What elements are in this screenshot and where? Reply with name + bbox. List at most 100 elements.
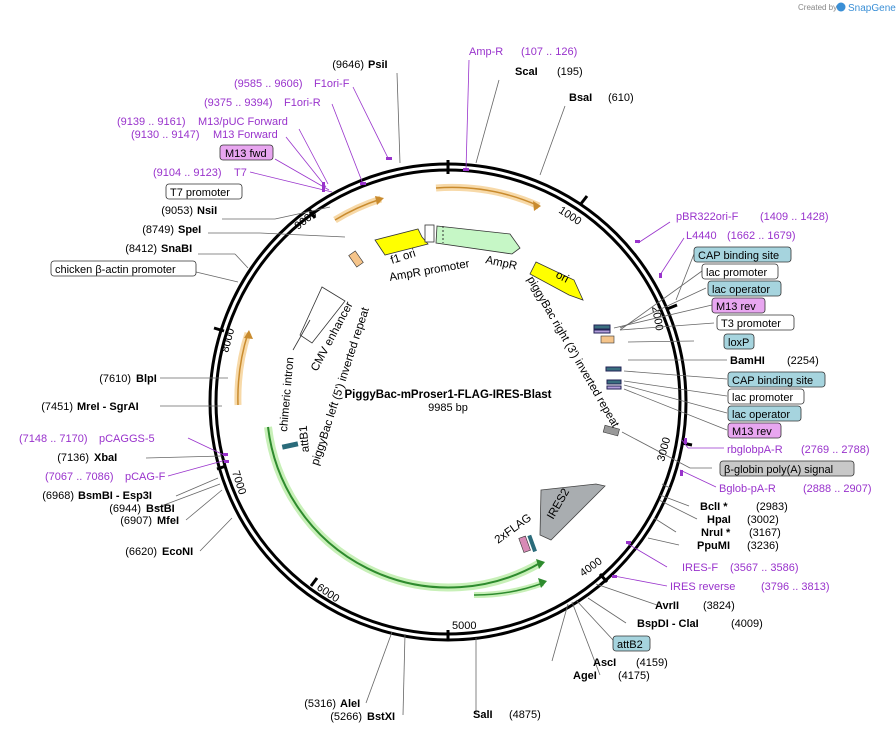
enzyme-name-spei: SpeI — [178, 224, 201, 236]
box-m13-rev-2: M13 rev — [727, 422, 782, 439]
ires2-block — [539, 483, 606, 541]
enzyme-pos-blpi: (7610) — [99, 373, 131, 385]
attb1-box — [281, 441, 299, 450]
enzyme-pos-bstxi: (5266) — [330, 711, 362, 723]
enzyme-name-nsii: NsiI — [197, 205, 217, 217]
enzyme-pos-bsai: (610) — [608, 92, 634, 104]
box-t3: T3 promoter — [716, 314, 795, 331]
enzyme-pos-avrii: (3824) — [703, 600, 735, 612]
enzyme-name-bsmbi: BsmBI - Esp3I — [78, 490, 152, 502]
box-t7-promoter: T7 promoter — [165, 183, 243, 200]
primer-range-t7: (9104 .. 9123) — [153, 167, 222, 179]
enzyme-name-bstbi: BstBI — [146, 503, 175, 515]
svg-text:chicken β-actin promoter: chicken β-actin promoter — [55, 264, 176, 276]
enzyme-pos-alei: (5316) — [304, 698, 336, 710]
enzyme-pos-spei: (8749) — [142, 224, 174, 236]
box-loxp: loxP — [723, 333, 755, 350]
enzyme-name-bsai: BsaI — [569, 92, 592, 104]
enzyme-pos-clai: (4009) — [731, 618, 763, 630]
primer-name-m13puc: M13/pUC Forward — [198, 116, 288, 128]
primer-range-m13puc: (9139 .. 9161) — [117, 116, 186, 128]
enzyme-pos-bsmbi: (6968) — [42, 490, 74, 502]
box-bglobin: β-globin poly(A) signal — [719, 460, 855, 477]
enzyme-name-ppumi: PpuMI — [697, 540, 730, 552]
enzyme-name-scai: ScaI — [515, 66, 538, 78]
enzyme-pos-nrui: (3167) — [749, 527, 781, 539]
svg-text:lac operator: lac operator — [712, 284, 770, 296]
enzyme-name-psii: PsiI — [368, 59, 388, 71]
plasmid-name: PiggyBac-mProser1-FLAG-IRES-Blast — [344, 389, 551, 401]
enzyme-pos-econi: (6620) — [125, 546, 157, 558]
primer-range-pcaggs: (7148 .. 7170) — [19, 433, 88, 445]
enzyme-name-avrii: AvrII — [655, 600, 679, 612]
box-chicken-actin: chicken β-actin promoter — [50, 260, 197, 277]
svg-text:lac promoter: lac promoter — [706, 267, 767, 279]
enzyme-pos-nsii: (9053) — [161, 205, 193, 217]
label-ori: ori — [554, 269, 571, 286]
svg-text:lac promoter: lac promoter — [732, 392, 793, 404]
ampr-promoter-box — [424, 224, 435, 243]
svg-text:β-globin poly(A) signal: β-globin poly(A) signal — [724, 464, 833, 476]
primer-range-pcagf: (7067 .. 7086) — [45, 471, 114, 483]
box-m13-rev-1: M13 rev — [711, 297, 766, 314]
enzyme-pos-bcli: (2983) — [756, 501, 788, 513]
primer-range-f1orif: (9585 .. 9606) — [234, 78, 303, 90]
primer-name-pcaggs: pCAGGS-5 — [99, 433, 155, 445]
tick-2000: 2000 — [649, 305, 665, 331]
enzyme-pos-scai: (195) — [557, 66, 583, 78]
enzyme-name-mrei: MreI - SgrAI — [77, 401, 139, 413]
enzyme-name-econi: EcoNI — [162, 546, 193, 558]
primer-name-t7: T7 — [234, 167, 247, 179]
flag-box — [518, 535, 531, 553]
svg-text:T3 promoter: T3 promoter — [721, 318, 781, 330]
tick-5000: 5000 — [452, 620, 476, 632]
primer-range-pbr322: (1409 .. 1428) — [760, 211, 829, 223]
loxp-box — [600, 335, 615, 344]
enzyme-name-bstxi: BstXI — [367, 711, 395, 723]
enzyme-pos-sali: (4875) — [509, 709, 541, 721]
ampr-arrow — [435, 225, 521, 255]
box-attb2: attB2 — [612, 635, 651, 652]
plasmid-size: 9985 bp — [428, 402, 468, 414]
svg-text:M13 rev: M13 rev — [732, 426, 772, 438]
primer-name-pcagf: pCAG-F — [125, 471, 166, 483]
enzyme-pos-asci: (4159) — [636, 657, 668, 669]
enzyme-name-hpai: HpaI — [707, 514, 731, 526]
enzyme-pos-psii: (9646) — [332, 59, 364, 71]
primer-range-bglob: (2888 .. 2907) — [803, 483, 872, 495]
enzyme-name-xbai: XbaI — [94, 452, 117, 464]
created-by-label: Created by — [798, 3, 837, 12]
box-lac-op-2: lac operator — [727, 405, 802, 422]
primer-name-f1orif: F1ori-F — [314, 78, 350, 90]
enzyme-name-nrui: NruI * — [701, 527, 731, 539]
tick-3000: 3000 — [655, 436, 673, 463]
primer-range-iresrev: (3796 .. 3813) — [761, 581, 830, 593]
inner-features — [281, 224, 622, 553]
bglobin-box — [602, 424, 620, 437]
enzyme-name-agei: AgeI — [573, 670, 597, 682]
enzyme-pos-bstbi: (6944) — [109, 503, 141, 515]
enzyme-pos-mfei: (6907) — [120, 515, 152, 527]
label-flag: 2xFLAG — [493, 512, 534, 547]
primer-range-rbglob: (2769 .. 2788) — [801, 444, 870, 456]
label-pb-right: piggyBac right (3') inverted repeat — [524, 275, 621, 431]
ori-arrow — [529, 261, 584, 301]
enzyme-name-clai: BspDI - ClaI — [637, 618, 699, 630]
svg-text:M13 rev: M13 rev — [716, 301, 756, 313]
primer-name-rbglob: rbglobpA-R — [727, 444, 783, 456]
svg-text:CAP binding site: CAP binding site — [732, 375, 813, 387]
enzyme-name-snabi: SnaBI — [161, 243, 192, 255]
enzyme-name-alei: AleI — [340, 698, 360, 710]
lac-cluster-2 — [605, 366, 622, 390]
primer-name-m13fwd: M13 Forward — [213, 129, 278, 141]
svg-text:M13 fwd: M13 fwd — [225, 148, 267, 160]
primer-name-bglob: Bglob-pA-R — [719, 483, 776, 495]
primer-range-l4440: (1662 .. 1679) — [727, 230, 796, 242]
primer-name-ampr: Amp-R — [469, 46, 503, 58]
lac-cluster-1 — [593, 324, 611, 334]
primer-name-pbr322: pBR322ori-F — [676, 211, 739, 223]
enzyme-pos-xbai: (7136) — [57, 452, 89, 464]
enzyme-pos-snabi: (8412) — [125, 243, 157, 255]
svg-text:loxP: loxP — [728, 337, 749, 349]
